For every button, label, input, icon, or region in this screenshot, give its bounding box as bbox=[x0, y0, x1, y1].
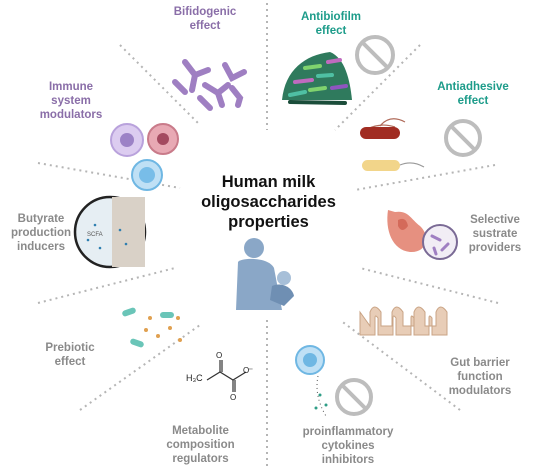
label-antibiofilm: Antibiofilm effect bbox=[300, 11, 362, 37]
scfa-label: SCFA bbox=[87, 232, 103, 238]
mother-baby-icon bbox=[236, 238, 294, 310]
center-title: Human milk oligosaccharides properties bbox=[201, 173, 336, 231]
label-butyrate: Butyrate production inducers bbox=[10, 213, 72, 253]
pyruvate-charge: ⁻ bbox=[248, 366, 254, 377]
colon-cross-section-icon bbox=[73, 195, 147, 269]
label-proinflammatory: proinflammatory cytokines inhibitors bbox=[302, 426, 394, 466]
no-sign-icon bbox=[335, 378, 373, 416]
immune-cell-icon bbox=[295, 345, 328, 417]
pyruvate-molecule-icon bbox=[206, 360, 247, 392]
bacteria-icon bbox=[360, 118, 425, 171]
gut-villi-icon bbox=[359, 306, 448, 336]
no-sign-icon bbox=[355, 35, 395, 75]
probiotic-bacteria-icon bbox=[122, 307, 182, 348]
label-antiadhesive: Antiadhesive effect bbox=[437, 81, 509, 107]
label-immune: Immune system modulators bbox=[39, 81, 103, 121]
immune-cells-icon bbox=[110, 123, 179, 191]
label-bifidogenic: Bifidogenic effect bbox=[173, 6, 237, 32]
label-metabolite: Metabolite composition regulators bbox=[166, 425, 235, 465]
label-gut-barrier: Gut barrier function modulators bbox=[448, 357, 512, 397]
pyruvate-o3: O bbox=[243, 366, 250, 375]
intestine-icon bbox=[387, 210, 458, 260]
label-selective: Selective sustrate providers bbox=[468, 214, 522, 254]
no-sign-icon bbox=[444, 119, 482, 157]
pyruvate-h3c: H₃C bbox=[186, 373, 203, 383]
pyruvate-o1: O bbox=[216, 351, 223, 360]
label-prebiotic: Prebiotic effect bbox=[45, 342, 95, 368]
bifidobacteria-icon bbox=[172, 59, 247, 111]
pyruvate-o2: O bbox=[230, 393, 237, 402]
biofilm-icon bbox=[282, 52, 352, 105]
